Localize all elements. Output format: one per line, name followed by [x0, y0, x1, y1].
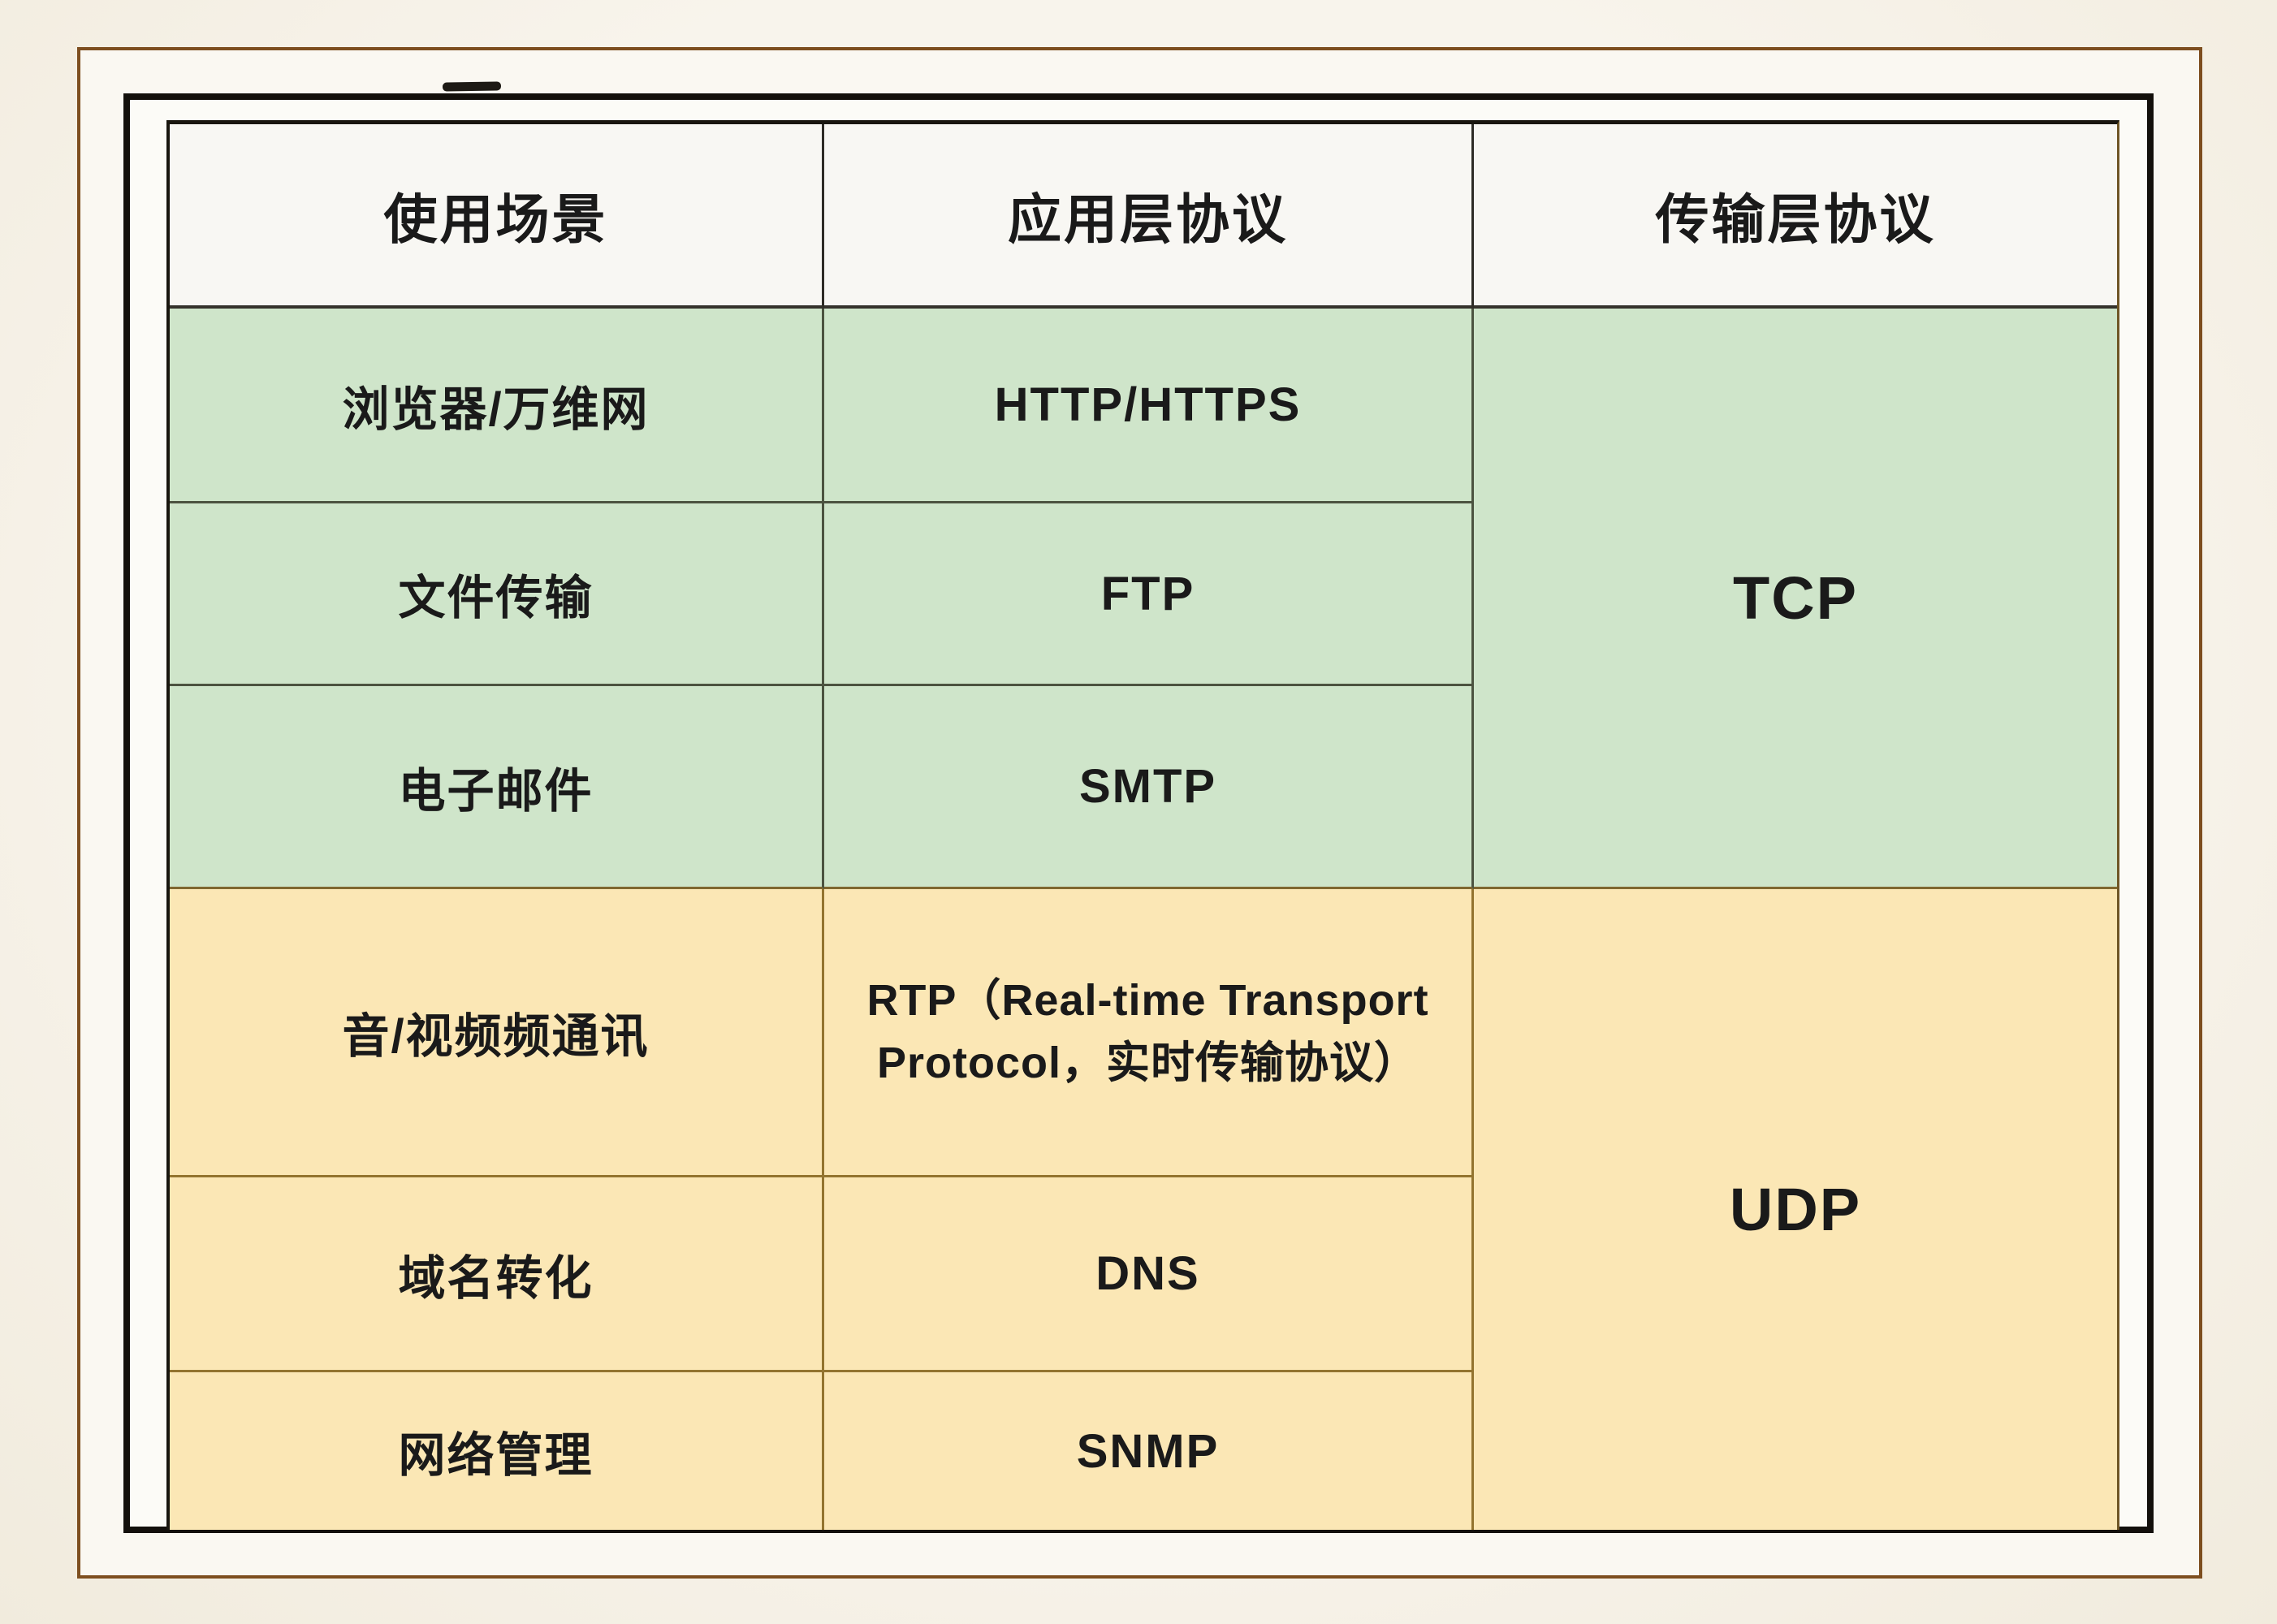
cell-text: RTP（Real-time Transport Protocol，实时传输协议）	[866, 976, 1429, 1087]
cell-text: 域名转化	[398, 1251, 594, 1305]
protocol-table: 使用场景 应用层协议 传输层协议 浏览器/万维网 HTTP/HTTPS TCP …	[166, 120, 2119, 1530]
header-application-layer: 应用层协议	[824, 124, 1474, 309]
table-cell-scene-email: 电子邮件	[170, 686, 824, 889]
cell-text: 浏览器/万维网	[342, 382, 650, 436]
cell-text: HTTP/HTTPS	[994, 378, 1302, 431]
cell-text: 电子邮件	[398, 764, 594, 818]
smudge-artifact	[442, 81, 502, 92]
table-cell-scene-domain-name: 域名转化	[170, 1177, 824, 1372]
table-cell-protocol-rtp: RTP（Real-time Transport Protocol，实时传输协议）	[824, 889, 1474, 1177]
cell-text: 音/视频频通讯	[342, 1010, 650, 1063]
table-cell-protocol-dns: DNS	[824, 1177, 1474, 1372]
header-usage-scenario: 使用场景	[170, 124, 824, 309]
table-cell-scene-browser-www: 浏览器/万维网	[170, 309, 824, 503]
cell-text: SMTP	[1078, 760, 1217, 813]
cell-text: DNS	[1095, 1247, 1200, 1300]
table-cell-protocol-smtp: SMTP	[824, 686, 1474, 889]
cell-text: 网络管理	[398, 1429, 594, 1482]
cell-text: 文件传输	[398, 572, 594, 624]
cell-text: SNMP	[1076, 1424, 1220, 1478]
header-transport-layer: 传输层协议	[1474, 124, 2117, 309]
table-cell-protocol-ftp: FTP	[824, 503, 1474, 686]
table-cell-scene-network-management: 网络管理	[170, 1372, 824, 1530]
table-cell-protocol-http-https: HTTP/HTTPS	[824, 309, 1474, 503]
table-cell-transport-tcp: TCP	[1474, 309, 2117, 889]
table-cell-transport-udp: UDP	[1474, 889, 2117, 1530]
udp-label: UDP	[1729, 1176, 1862, 1243]
header-application-layer-label: 应用层协议	[1008, 188, 1288, 249]
header-transport-layer-label: 传输层协议	[1655, 188, 1936, 249]
table-cell-scene-file-transfer: 文件传输	[170, 503, 824, 686]
table-cell-protocol-snmp: SNMP	[824, 1372, 1474, 1530]
tcp-label: TCP	[1733, 564, 1858, 632]
header-usage-scenario-label: 使用场景	[383, 188, 608, 249]
cell-text: FTP	[1100, 567, 1195, 620]
table-cell-scene-av-communication: 音/视频频通讯	[170, 889, 824, 1177]
